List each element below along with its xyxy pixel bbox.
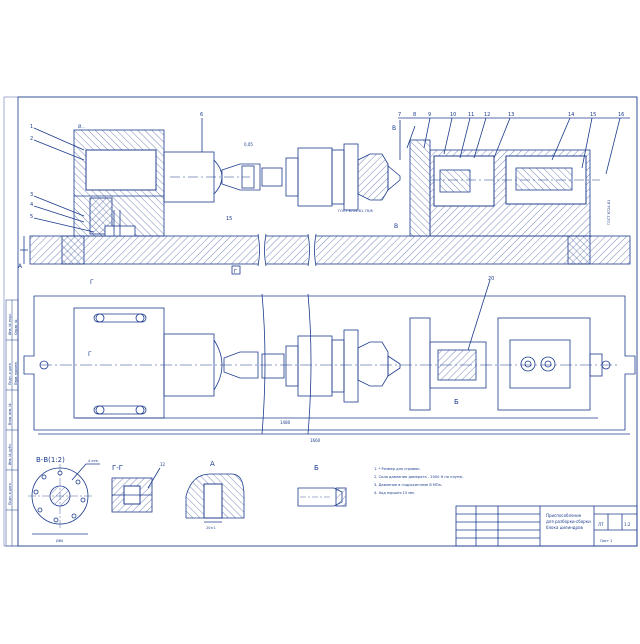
vv-dim: Ø60 (56, 538, 63, 543)
callout-13: 13 (508, 112, 514, 118)
callout-15: 15 (590, 112, 596, 118)
callout-14: 14 (568, 112, 574, 118)
stamp-2: Подп. и дата (8, 363, 12, 385)
datum-v2: В (394, 223, 398, 230)
a-dim: 20±1 (206, 526, 216, 530)
left-bore (85, 149, 157, 191)
view-gg: Г-Г (112, 464, 123, 472)
datum-v: В (392, 125, 396, 132)
note-3: 3. Давление в гидросистеме 8 МПа. (374, 483, 442, 487)
mid-label: 15 (226, 216, 232, 222)
callout-11: 11 (468, 112, 474, 118)
callout-6: 6 (200, 112, 203, 118)
section-mark-plan: Г (88, 351, 92, 358)
base-plate (29, 235, 631, 265)
plan-view (23, 279, 636, 435)
side-stamp (5, 299, 19, 547)
view-a: А (210, 460, 215, 468)
centre-mark: Г (234, 269, 237, 275)
page-border (3, 96, 638, 547)
callout-5: 5 (30, 214, 33, 220)
sheet-code: ЛТ (598, 522, 604, 527)
note-2: 2. Сила давления домкрата - 2000 Н на пл… (374, 475, 464, 479)
callout-12: 12 (484, 112, 490, 118)
stamp-4: Инв. № дубл. (8, 443, 12, 465)
dim-inner: 1480 (280, 420, 291, 425)
tol-box: 0,05 (244, 142, 253, 147)
detail-views (28, 463, 347, 535)
callout-16: 16 (618, 112, 624, 118)
stamp-3: Взам. инв. № (8, 403, 12, 425)
callout-9: 9 (428, 112, 431, 118)
section-mark-top: Г (90, 279, 94, 286)
view-vv: В-В(1:2) (36, 456, 65, 464)
callout-20: 20 (488, 276, 494, 282)
dim-note: ГОСТ 8724-81-7H/6 (338, 209, 373, 213)
callout-1: 1 (30, 124, 33, 130)
callout-3: 3 (30, 192, 33, 198)
datum-a: A (18, 263, 23, 270)
callout-8: 8 (413, 112, 416, 118)
vv-note: 4 отв. (88, 459, 99, 463)
bolts (93, 313, 147, 415)
title-line-2: для разборки-сборки (546, 519, 591, 524)
sheet-number: Лист 1 (600, 539, 612, 543)
frame-label: Ø... (78, 124, 85, 129)
scale: 1:2 (624, 522, 631, 527)
title-block (455, 505, 638, 547)
label-b: Б (454, 398, 459, 406)
stamp-5: Подп. и дата (8, 483, 12, 505)
title-line-3: блока цилиндров (546, 525, 583, 530)
stamp-1: Инв. № подл. (8, 313, 12, 335)
note-1: 1. * Размер для справок. (374, 467, 421, 471)
callout-10: 10 (450, 112, 456, 118)
top-sectional-view (20, 117, 631, 275)
dim-note-right: ГОСТ 8724-81 (607, 200, 611, 225)
stamp-6: Справ. № (14, 319, 18, 335)
callout-4: 4 (30, 202, 33, 208)
callout-2: 2 (30, 136, 33, 142)
note-4: 4. Ход поршня 15 мм. (374, 491, 415, 495)
callout-7: 7 (398, 112, 401, 118)
title-line-1: Приспособление (546, 513, 582, 518)
dim-total: 1660 (310, 438, 321, 443)
stamp-7: Перв. примен. (14, 361, 18, 385)
view-b: Б (314, 464, 319, 472)
gg-callout: 12 (160, 462, 166, 467)
